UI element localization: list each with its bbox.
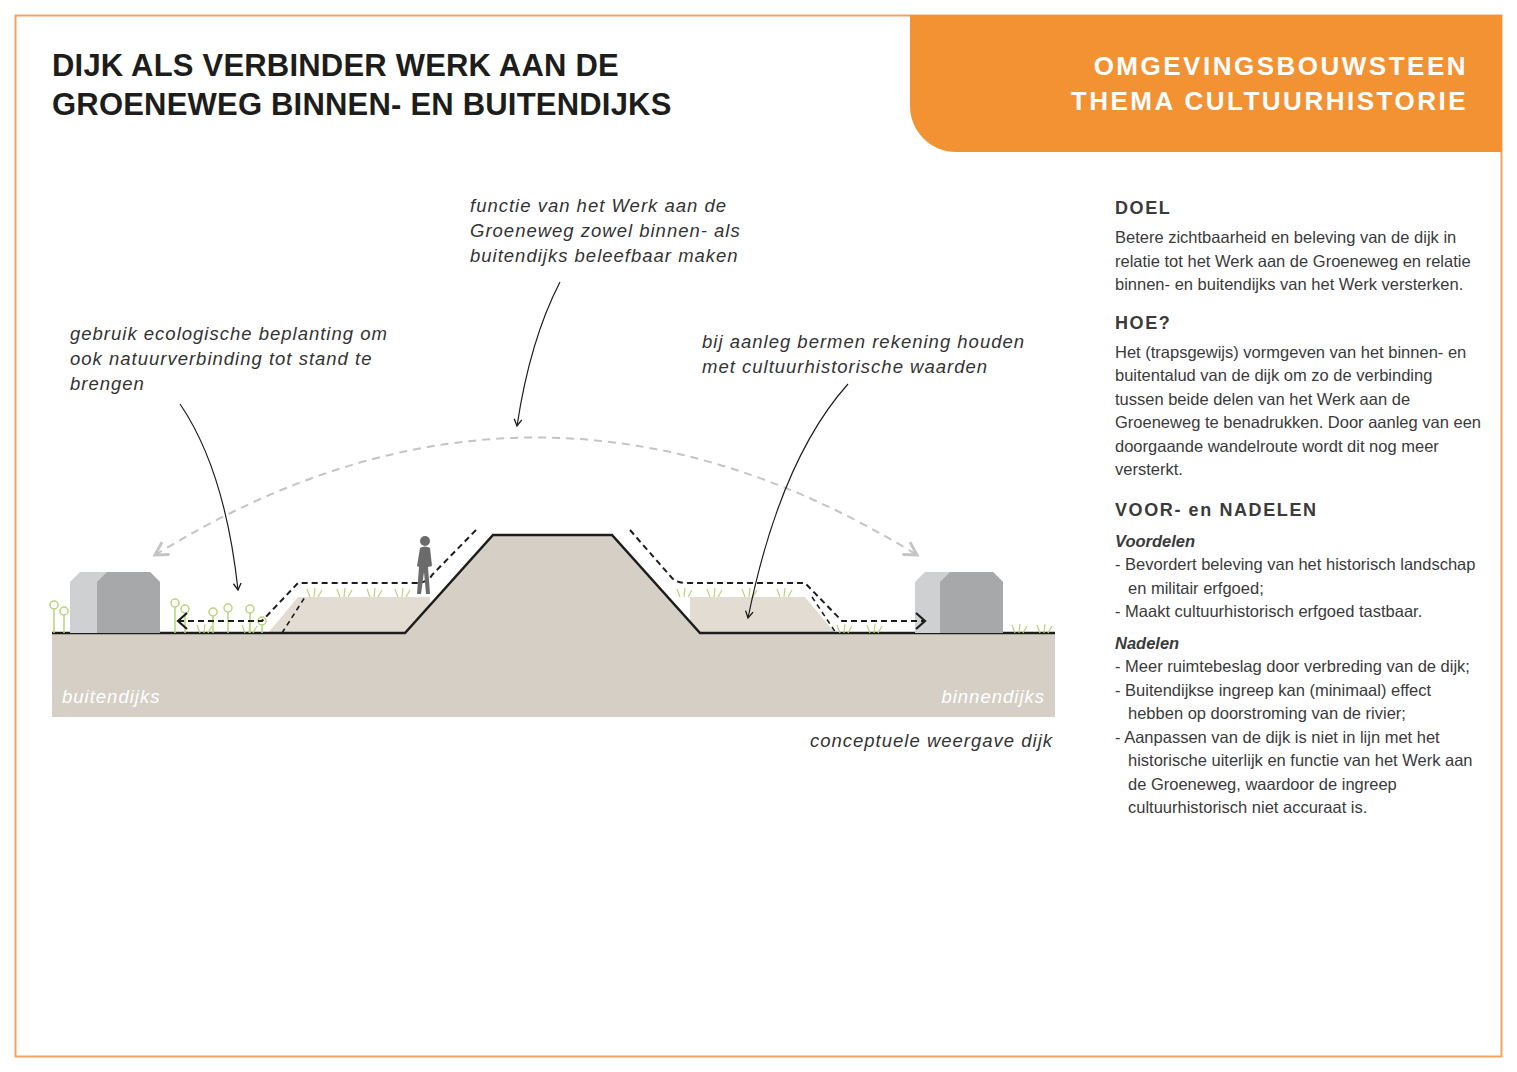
list-item: - Buitendijkse ingreep kan (minimaal) ef… bbox=[1115, 679, 1485, 726]
bunker bbox=[915, 572, 1003, 633]
route-arrow bbox=[178, 613, 187, 629]
page-title: DIJK ALS VERBINDER WERK AAN DE GROENEWEG… bbox=[52, 46, 732, 124]
list-item: - Aanpassen van de dijk is niet in lijn … bbox=[1115, 726, 1485, 820]
berm-outline bbox=[282, 597, 305, 633]
list-item: - Maakt cultuurhistorisch erfgoed tastba… bbox=[1115, 600, 1485, 624]
berm-outline bbox=[812, 597, 836, 633]
bunker bbox=[70, 572, 160, 633]
section-heading: DOEL bbox=[1115, 196, 1485, 220]
annotation: gebruik ecologische beplanting om ook na… bbox=[70, 321, 390, 396]
berm bbox=[690, 597, 835, 633]
side-label: binnendijks bbox=[941, 684, 1045, 709]
leader-line bbox=[180, 404, 238, 590]
sub-heading: Nadelen bbox=[1115, 632, 1485, 656]
annotation: functie van het Werk aan de Groeneweg zo… bbox=[470, 193, 780, 268]
list-item: - Meer ruimtebeslag door verbreding van … bbox=[1115, 655, 1485, 679]
leader-line bbox=[748, 384, 848, 618]
relation-arc bbox=[155, 438, 917, 556]
walking-route bbox=[630, 530, 925, 621]
ground-band bbox=[52, 633, 1055, 717]
info-column: DOEL Betere zichtbaarheid en beleving van… bbox=[1115, 196, 1485, 820]
berm bbox=[268, 597, 430, 633]
figure-caption: conceptuele weergave dijk bbox=[760, 728, 1053, 753]
dike-outline bbox=[52, 535, 1055, 633]
annotation: bij aanleg bermen rekening houden met cu… bbox=[702, 329, 1062, 379]
route-arrow bbox=[916, 613, 925, 629]
walking-route bbox=[178, 530, 476, 621]
ground-band: buitendijks binnendijks bbox=[52, 633, 1055, 717]
side-label: buitendijks bbox=[62, 684, 160, 709]
body-text: Betere zichtbaarheid en beleving van de … bbox=[1115, 226, 1485, 297]
sub-heading: Voordelen bbox=[1115, 530, 1485, 554]
walker-figure bbox=[417, 536, 432, 594]
list-item: - Bevordert beleving van het historisch … bbox=[1115, 553, 1485, 600]
theme-heading: OMGEVINGSBOUWSTEEN THEMA CULTUURHISTORIE bbox=[1018, 49, 1468, 119]
leader-line bbox=[517, 282, 560, 426]
section-heading: VOOR- en NADELEN bbox=[1115, 498, 1485, 522]
section-heading: HOE? bbox=[1115, 311, 1485, 335]
page-frame bbox=[16, 16, 1502, 1057]
body-text: Het (trapsgewijs) vormgeven van het binn… bbox=[1115, 341, 1485, 482]
theme-tab: OMGEVINGSBOUWSTEEN THEMA CULTUURHISTORIE bbox=[910, 15, 1502, 152]
